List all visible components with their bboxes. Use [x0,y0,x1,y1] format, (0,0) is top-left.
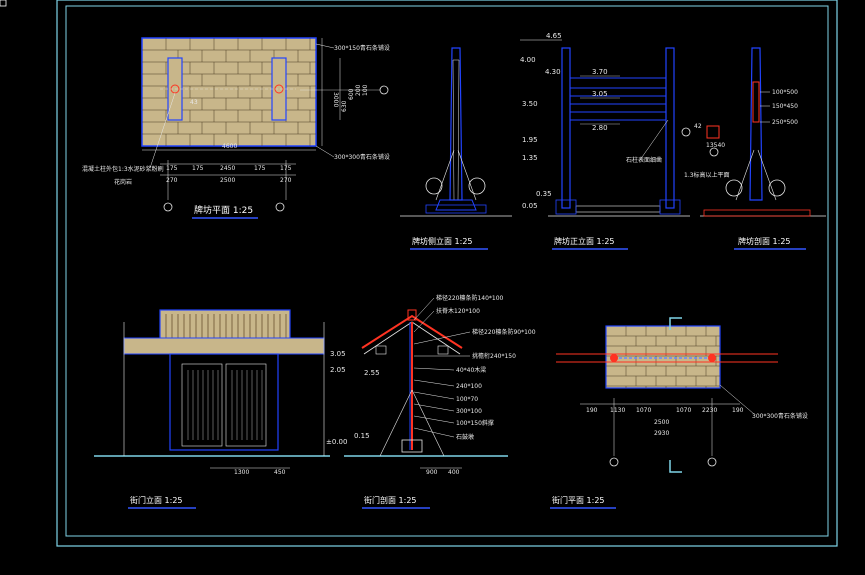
plan-note-top: 300*150青石条铺设 [334,44,390,52]
plan-brick-area [141,37,317,147]
paifang-plan: 4600 175 175 2450 175 175 270 2500 270 3… [82,37,390,219]
gate-section-level: 2.55 [364,369,380,377]
gate-section-note: 240*100 [456,383,482,390]
plan-pillar-right [271,57,287,121]
leader-line [413,391,455,400]
front-note-plinth: 1.3标高以上平面 [684,171,730,179]
plan-dim: 175 [192,165,204,172]
leader-line [413,379,455,387]
level-mark: 3.50 [522,100,538,108]
paifang-side-elevation: 牌坊侧立面 1:25 [400,47,512,250]
gate-section-note: 挑檐桁240*150 [472,352,516,360]
gate-section-note: 梯径220檩条防90*100 [472,328,536,336]
gate-plan-dim: 190 [732,407,744,414]
gate-section-note: 扶脊木120*100 [436,307,480,315]
gate-section-note: 石鼓墩 [456,433,474,441]
paifang-section: 100*500 150*450 250*500 牌坊剖面 1:25 [700,47,826,250]
cursor-box [0,0,7,7]
leader-line [413,331,471,345]
gate-plan: 190 1130 1070 1070 2230 190 2500 2930 30… [550,317,808,509]
front-note-stone: 石柱表面细凿 [626,156,662,164]
gate-section-note: 100*150斜撑 [456,419,494,427]
plan-dim-v: 630 [341,100,348,112]
level-mark: 3.05 [592,90,608,98]
gate-plan-note: 300*300青石条铺设 [752,412,808,420]
gate-dim: 450 [274,469,286,476]
gate-plan-dim: 1070 [636,407,651,414]
gate-section-dim: 400 [448,469,460,476]
gate-plan-dim: 1130 [610,407,625,414]
gate-plan-dim-total: 2930 [654,430,669,437]
plan-dim-v: 600 [348,88,355,100]
section-note: 250*500 [772,119,798,126]
outer-frame [56,0,838,547]
gate-level: ±0.00 [326,438,347,446]
front-marker-red [706,125,720,139]
plan-note-left: 混凝土柱外包1:3水泥砂浆粉刷 [82,165,164,173]
title-gate-elevation: 街门立面 1:25 [130,495,183,505]
paifang-front-elevation: 4.65 4.00 4.30 3.50 1.95 1.35 0.35 0.05 … [520,32,730,250]
gate-roof-lines [165,314,287,338]
gate-level: 2.05 [330,366,346,374]
leader-line [413,310,435,333]
gate-plan-dim: 190 [586,407,598,414]
title-gate-section: 街门剖面 1:25 [364,495,417,505]
level-mark: 4.30 [545,68,561,76]
level-mark: 4.65 [546,32,562,40]
title-gate-plan: 街门平面 1:25 [552,495,605,505]
section-note: 100*500 [772,89,798,96]
plan-dim: 270 [166,177,178,184]
gate-section-note: 100*70 [456,396,478,403]
level-mark: 0.35 [536,190,552,198]
gate-door-lines [187,370,263,440]
leader-line [413,415,455,424]
title-paifang-section: 牌坊剖面 1:25 [738,236,791,246]
gate-section-note: 40*40木梁 [456,366,486,374]
gate-dim: 1300 [234,469,249,476]
gate-plan-brick-lines [606,326,720,388]
level-mark: 1.95 [522,136,538,144]
level-mark: 1.35 [522,154,538,162]
gate-section-level: 0.15 [354,432,370,440]
gate-plan-dim-mid: 2500 [654,419,669,426]
gate-elevation: 3.05 2.05 ±0.00 1300 450 街门立面 1:25 [94,309,347,509]
front-note-small2: 13540 [706,142,725,149]
title-paifang-front: 牌坊正立面 1:25 [554,236,615,246]
plan-dim-overall: 4600 [222,143,237,150]
inner-frame [65,5,829,537]
plan-dim: 2450 [220,165,235,172]
level-mark: 0.05 [522,202,538,210]
plan-dim: 2500 [220,177,235,184]
gate-level: 3.05 [330,350,346,358]
title-paifang-side: 牌坊侧立面 1:25 [412,236,473,246]
leader-line [413,427,455,438]
plan-note-bottom: 300*300青石条铺设 [334,153,390,161]
gate-plan-dim: 2230 [702,407,717,414]
plan-dim: 175 [254,165,266,172]
gate-roof [159,309,291,341]
gate-section-note: 梯径220檩条防140*100 [436,294,504,302]
level-mark: 2.80 [592,124,608,132]
level-mark: 4.00 [520,56,536,64]
front-note-small: 42 [694,123,702,130]
plan-dim: 175 [166,165,178,172]
leader-line [413,403,455,412]
gate-section: 梯径220檩条防140*100 扶脊木120*100 梯径220檩条防90*10… [344,294,536,509]
gate-section-dim: 900 [426,469,438,476]
leader-line [413,367,455,371]
plan-note-left2: 花岗岩 [114,178,132,186]
gate-section-note: 300*100 [456,408,482,415]
plan-center-mark: 43 [190,99,198,106]
leader-line [413,297,435,321]
level-mark: 3.70 [592,68,608,76]
gate-plan-dim: 1070 [676,407,691,414]
section-note: 150*450 [772,103,798,110]
title-paifang-plan: 牌坊平面 1:25 [194,204,253,216]
plan-dim-side: 3000 [332,92,339,107]
gate-section-leaders [413,297,471,438]
gate-plan-brick-area [605,325,721,389]
